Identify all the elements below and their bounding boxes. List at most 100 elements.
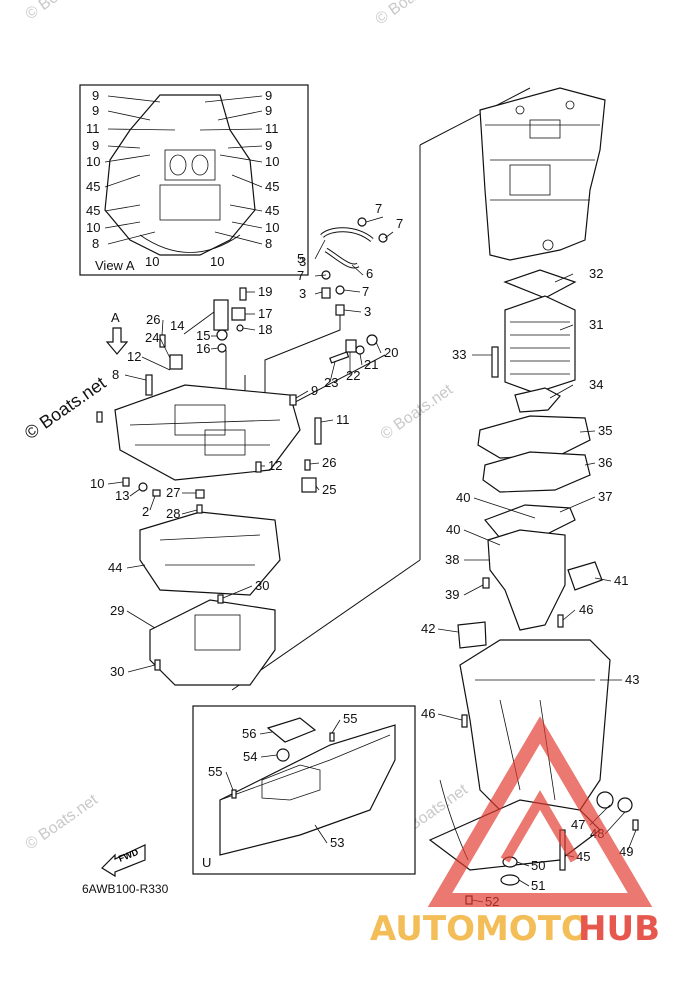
thermostat-14 <box>213 299 229 331</box>
watermark: © Boats.net <box>23 791 102 853</box>
callout: 34 <box>589 377 603 392</box>
watermark: © Boats.net <box>378 381 457 443</box>
bolt-19 <box>239 287 247 301</box>
callout: 39 <box>445 587 459 602</box>
pin-12 <box>255 461 262 473</box>
pin-30b <box>154 659 161 671</box>
clip-2 <box>152 489 161 497</box>
callout: 8 <box>112 367 119 382</box>
callout-a: A <box>111 310 120 325</box>
callout: 43 <box>625 672 639 687</box>
view-a-label: View A <box>95 258 135 273</box>
callout: 7 <box>396 216 403 231</box>
pin-46b <box>461 714 468 728</box>
washer-48 <box>617 797 633 813</box>
callout: 10 <box>265 154 279 169</box>
washer-13 <box>138 482 148 492</box>
callout: 33 <box>452 347 466 362</box>
washer-18 <box>236 324 244 332</box>
clip-27 <box>195 489 205 499</box>
automotohub-logo: AUTOMOTO HUB <box>370 716 660 949</box>
callout: 35 <box>598 423 612 438</box>
callout: 18 <box>258 322 272 337</box>
detail-u-label: U <box>202 855 211 870</box>
view-a-callouts-right: 9 9 11 9 10 45 45 10 8 10 <box>210 88 279 269</box>
callout: 11 <box>265 121 279 136</box>
pin-46 <box>557 614 564 628</box>
bolt-26b <box>304 459 311 471</box>
callout: 30 <box>110 664 124 679</box>
oring-16 <box>217 343 227 353</box>
callout: 7 <box>362 284 369 299</box>
callout-55a: 55 <box>343 711 357 726</box>
bolt-8 <box>145 374 153 396</box>
callout: 3 <box>364 304 371 319</box>
engine-block <box>479 87 606 261</box>
callout: 10 <box>145 254 159 269</box>
bracket-24 <box>169 354 183 370</box>
oil-pan-1 <box>114 384 301 481</box>
bolt-49 <box>632 819 639 831</box>
callout: 45 <box>576 849 590 864</box>
plug-20 <box>366 334 378 346</box>
callout: 38 <box>445 552 459 567</box>
cap-3a <box>321 287 331 299</box>
mid-assembly-parts <box>96 217 388 686</box>
callout: 20 <box>384 345 398 360</box>
callout: 2 <box>142 504 149 519</box>
callout: 11 <box>86 121 100 136</box>
watermark: © Boats.net <box>23 0 102 23</box>
callout: 26 <box>146 312 160 327</box>
view-a-panel: View A 9 9 11 9 10 45 45 10 8 10 9 9 11 … <box>79 84 309 276</box>
callout: 50 <box>531 858 545 873</box>
callout: 12 <box>268 458 282 473</box>
watermark-dark: © Boats.net <box>21 373 110 443</box>
callout-56: 56 <box>242 726 256 741</box>
callout: 15 <box>196 328 210 343</box>
bolt-39 <box>482 577 490 589</box>
gasket-56 <box>266 717 317 743</box>
callout: 16 <box>196 341 210 356</box>
logo-text-hub: HUB <box>578 909 660 949</box>
reed-valve-31 <box>504 295 576 394</box>
callout: 23 <box>324 375 338 390</box>
pin-55a <box>329 732 335 742</box>
callout: 10 <box>86 154 100 169</box>
callout: 9 <box>265 103 272 118</box>
pin-30 <box>217 594 224 604</box>
view-a-leaders <box>104 95 263 245</box>
callout-55b: 55 <box>208 764 222 779</box>
gasket-42 <box>457 621 487 649</box>
callout: 9 <box>265 88 272 103</box>
bolt-10 <box>122 477 130 487</box>
callout: 25 <box>322 482 336 497</box>
callout: 45 <box>265 203 279 218</box>
grommet-54 <box>276 748 290 762</box>
gasket-15 <box>216 329 228 341</box>
callout: 46 <box>421 706 435 721</box>
callout: 10 <box>265 220 279 235</box>
callout: 10 <box>210 254 224 269</box>
watermark: © Boats.net <box>373 0 452 28</box>
cap-3b <box>335 304 345 316</box>
view-a-callouts-left: 9 9 11 9 10 45 45 10 8 10 <box>86 88 159 269</box>
logo-text-automoto: AUTOMOTO <box>370 909 590 949</box>
detail-u-panel: U 56 55 54 55 53 <box>192 705 416 875</box>
callout: 11 <box>336 412 350 427</box>
callout: 32 <box>589 266 603 281</box>
callout: 41 <box>614 573 628 588</box>
callout-53: 53 <box>330 835 344 850</box>
callout: 6 <box>366 266 373 281</box>
callout: 9 <box>265 138 272 153</box>
bolt-11 <box>314 417 322 445</box>
seal-47 <box>596 791 614 809</box>
callout: 12 <box>127 349 141 364</box>
callout: 24 <box>145 330 159 345</box>
bracket-25 <box>301 477 317 493</box>
callout: 45 <box>86 203 100 218</box>
callout: 40 <box>456 490 470 505</box>
callout: 37 <box>598 489 612 504</box>
callout: 7 <box>375 201 382 216</box>
